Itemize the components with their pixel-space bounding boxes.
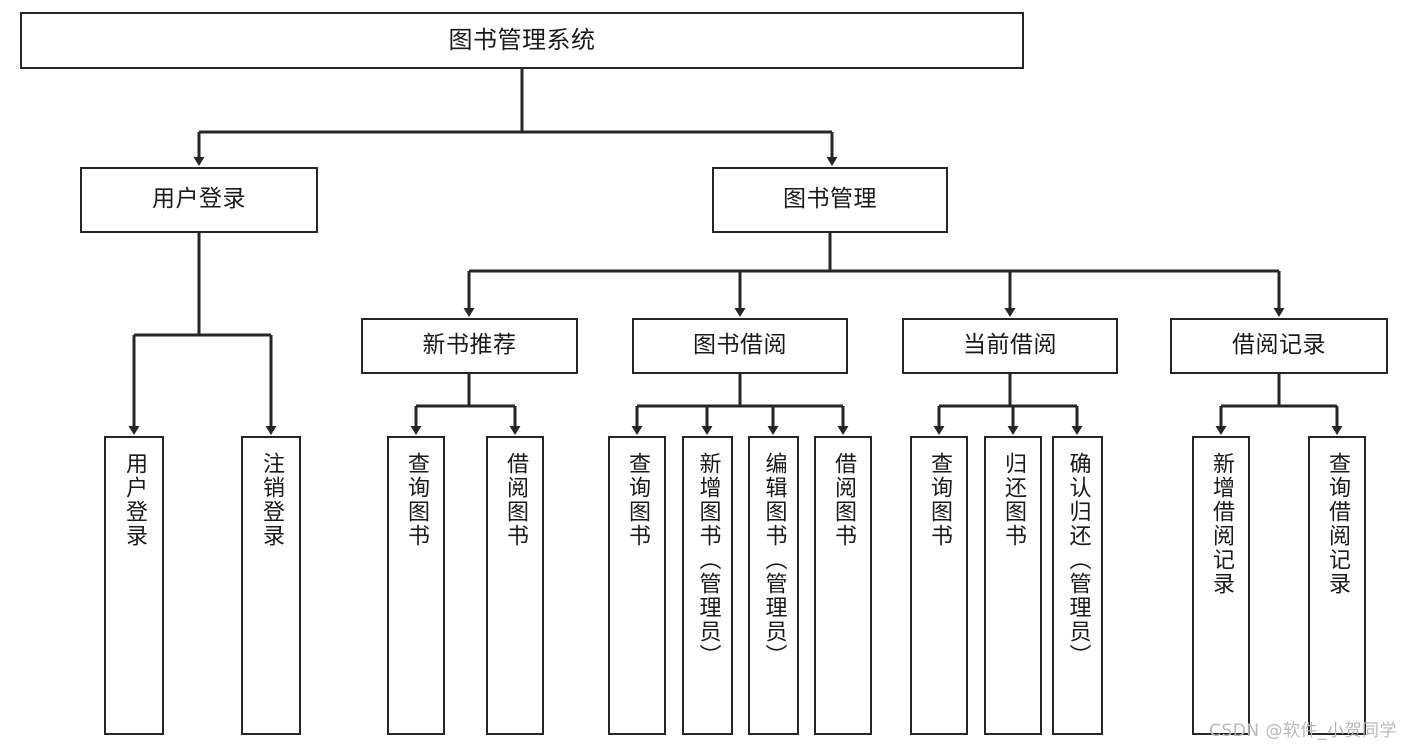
node-leaf-borrow-book-2[interactable]: 借阅图书 (814, 436, 872, 735)
node-leaf-user-login[interactable]: 用户登录 (104, 436, 164, 735)
node-label: 借阅图书 (831, 452, 856, 548)
node-leaf-query-book-2[interactable]: 查询图书 (608, 436, 666, 735)
node-leaf-confirm-return[interactable]: 确认归还（管理员） (1052, 436, 1103, 735)
node-label: 注销登录 (259, 452, 284, 548)
node-label: 图书管理 (783, 186, 877, 213)
node-current-borrow[interactable]: 当前借阅 (902, 318, 1118, 374)
node-user-login[interactable]: 用户登录 (80, 167, 318, 233)
node-label: 图书借阅 (693, 332, 787, 359)
node-label: 查询图书 (625, 452, 650, 548)
node-leaf-edit-book[interactable]: 编辑图书（管理员） (748, 436, 799, 735)
node-leaf-query-record[interactable]: 查询借阅记录 (1308, 436, 1366, 735)
node-label: 新增借阅记录 (1209, 452, 1234, 596)
node-leaf-add-record[interactable]: 新增借阅记录 (1192, 436, 1250, 735)
node-label: 查询图书 (404, 452, 429, 548)
node-leaf-logout[interactable]: 注销登录 (241, 436, 301, 735)
node-label: 编辑图书（管理员） (761, 452, 787, 668)
node-label: 确认归还（管理员） (1065, 452, 1091, 668)
node-book-manage[interactable]: 图书管理 (712, 167, 948, 233)
node-borrow-record[interactable]: 借阅记录 (1170, 318, 1388, 374)
node-label: 用户登录 (122, 452, 147, 548)
node-label: 归还图书 (1001, 452, 1026, 548)
node-leaf-query-book-3[interactable]: 查询图书 (910, 436, 968, 735)
csdn-watermark: CSDN @软件_小贺同学 (1209, 721, 1397, 741)
node-label: 借阅记录 (1232, 332, 1326, 359)
node-label: 借阅图书 (503, 452, 528, 548)
node-label: 查询借阅记录 (1325, 452, 1350, 596)
node-label: 图书管理系统 (448, 26, 596, 55)
node-label: 当前借阅 (963, 332, 1057, 359)
node-leaf-add-book[interactable]: 新增图书（管理员） (682, 436, 733, 735)
node-leaf-query-book-1[interactable]: 查询图书 (387, 436, 445, 735)
node-root-system[interactable]: 图书管理系统 (20, 12, 1024, 69)
node-label: 新增图书（管理员） (695, 452, 721, 668)
node-label: 用户登录 (152, 186, 246, 213)
node-label: 新书推荐 (422, 332, 517, 359)
node-label: 查询图书 (927, 452, 952, 548)
node-leaf-borrow-book-1[interactable]: 借阅图书 (486, 436, 544, 735)
node-leaf-return-book[interactable]: 归还图书 (984, 436, 1042, 735)
node-book-borrow[interactable]: 图书借阅 (632, 318, 848, 374)
node-new-book-recommend[interactable]: 新书推荐 (361, 318, 578, 374)
